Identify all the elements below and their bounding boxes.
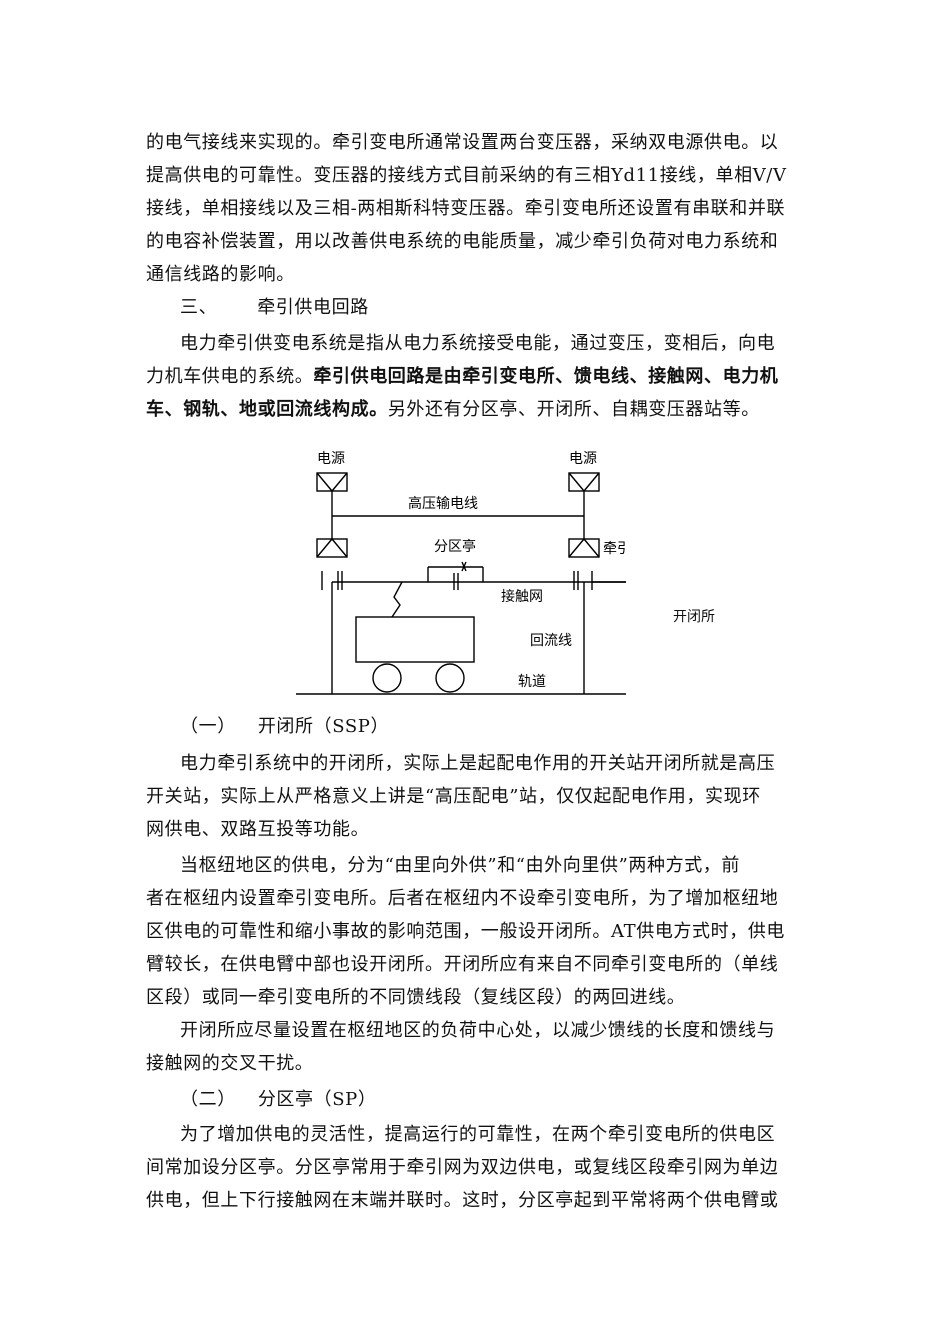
text-line: 电力牵引供变电系统是指从电力系统接受电能，通过变压，变相后，向电 xyxy=(180,333,776,354)
text-line: 者在枢纽内设置牵引变电所。后者在枢纽内不设牵引变电所，为了增加枢纽地 xyxy=(146,888,779,909)
pantograph-icon xyxy=(391,581,403,618)
right-source-transformer-icon xyxy=(568,472,600,492)
wheel-icon xyxy=(372,663,402,693)
text-line: 接线，单相接线以及三相-两相斯科特变压器。牵引变电所还设置有串联和并联 xyxy=(146,198,786,219)
text-line: 提高供电的可靠性。变压器的接线方式目前采纳的有三相Yd11接线，单相V/V xyxy=(146,165,787,186)
text-line: 区供电的可靠性和缩小事故的影响范围，一般设开闭所。AT供电方式时，供电 xyxy=(146,921,786,942)
text-bold: 牵引供电回路是由牵引变电所、馈电线、接触网、电力机 xyxy=(313,366,779,387)
section-post-switch-icon xyxy=(427,561,484,590)
traction-circuit-diagram: 电源 电源 高压输电线 分区亭 牵引变电所 接触网 回流线 轨道 xyxy=(296,451,626,695)
subsection-title: 开闭所（SSP） xyxy=(257,716,390,737)
text-line: 供电，但上下行接触网在末端并联时。这时，分区亭起到平常将两个供电臂或 xyxy=(146,1190,779,1211)
locomotive-icon xyxy=(355,616,475,663)
substation-label: 牵引变电所 xyxy=(603,541,626,557)
text-line: 为了增加供电的灵活性，提高运行的可靠性，在两个牵引变电所的供电区 xyxy=(180,1124,776,1145)
section-number: 三、 xyxy=(180,297,218,318)
text-line: 区段）或同一牵引变电所的不同馈线段（复线区段）的两回进线。 xyxy=(146,987,686,1008)
text-line: 的电气接线来实现的。牵引变电所通常设置两台变压器，采纳双电源供电。以 xyxy=(146,132,779,153)
subsection-number: （一） xyxy=(180,716,236,737)
text-bold: 车、钢轨、地或回流线构成。 xyxy=(146,399,388,420)
section-heading: 三、 牵引供电回路 xyxy=(180,297,840,319)
section-post-label: 分区亭 xyxy=(434,538,476,555)
text-line: 臂较长，在供电臂中部也设开闭所。开闭所应有来自不同牵引变电所的（单线 xyxy=(146,954,779,975)
left-source-transformer-icon xyxy=(316,472,348,492)
text-line: 开关站，实际上从严格意义上讲是“高压配电”站，仅仅起配电作用，实现环 xyxy=(146,786,761,807)
right-substation-transformer-icon xyxy=(568,538,600,558)
text-normal: 另外还有分区亭、开闭所、自耦变压器站等。 xyxy=(387,399,760,420)
return-line-label: 回流线 xyxy=(530,633,572,649)
subsection-heading: （二） 分区亭（SP） xyxy=(180,1089,840,1111)
subsection-heading: （一） 开闭所（SSP） xyxy=(180,716,840,738)
text-line: 力机车供电的系统。牵引供电回路是由牵引变电所、馈电线、接触网、电力机 xyxy=(146,366,806,388)
right-source-label: 电源 xyxy=(569,451,597,467)
switching-station-label: 开闭所 xyxy=(673,609,715,625)
text-line: 开闭所应尽量设置在枢纽地区的负荷中心处，以减少馈线的长度和馈线与 xyxy=(180,1020,776,1041)
text-line: 的电容补偿装置，用以改善供电系统的电能质量，减少牵引负荷对电力系统和 xyxy=(146,231,779,252)
text-line: 接触网的交叉干扰。 xyxy=(146,1053,314,1074)
section-title: 牵引供电回路 xyxy=(257,297,369,318)
wheel-icon xyxy=(435,663,465,693)
text-line: 当枢纽地区的供电，分为“由里向外供”和“由外向里供”两种方式，前 xyxy=(180,855,741,876)
text-line: 通信线路的影响。 xyxy=(146,264,295,285)
subsection-title: 分区亭（SP） xyxy=(257,1089,377,1110)
feeder-arrows-icon xyxy=(592,581,626,583)
text-normal: 力机车供电的系统。 xyxy=(146,366,314,387)
left-source-label: 电源 xyxy=(317,451,345,467)
catenary-label: 接触网 xyxy=(501,588,543,605)
left-substation-transformer-icon xyxy=(316,538,348,558)
subsection-number: （二） xyxy=(180,1089,236,1110)
text-line: 网供电、双路互投等功能。 xyxy=(146,819,370,840)
hv-line-label: 高压输电线 xyxy=(408,495,478,512)
text-line: 间常加设分区亭。分区亭常用于牵引网为双边供电，或复线区段牵引网为单边 xyxy=(146,1157,779,1178)
text-line: 车、钢轨、地或回流线构成。另外还有分区亭、开闭所、自耦变压器站等。 xyxy=(146,399,806,421)
rail-label: 轨道 xyxy=(518,674,546,690)
text-line: 电力牵引系统中的开闭所，实际上是起配电作用的开关站开闭所就是高压 xyxy=(180,753,776,774)
